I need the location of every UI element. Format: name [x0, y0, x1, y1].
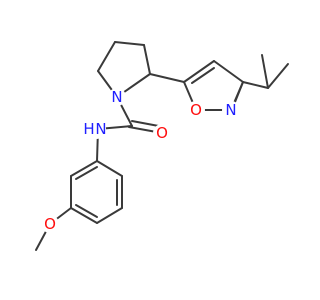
- atom-O-carbonyl: O: [153, 124, 171, 142]
- atom-label: O: [44, 215, 56, 233]
- atom-N-pyrrolidine: N: [108, 88, 126, 106]
- bond: [70, 207, 98, 224]
- atom-O-methoxy: O: [41, 215, 59, 233]
- bond: [114, 41, 145, 46]
- bond: [234, 81, 244, 103]
- isopropyl-group: [242, 54, 289, 89]
- bond: [149, 73, 185, 83]
- bond: [213, 60, 244, 83]
- atom-label: N: [111, 88, 122, 106]
- atom-label: O: [156, 124, 168, 142]
- bond: [97, 41, 116, 72]
- bond: [70, 160, 98, 177]
- bond: [96, 160, 123, 177]
- pyrrolidine-ring: [97, 41, 151, 98]
- atom-NH-amide: N H: [83, 119, 107, 139]
- atom-label: N: [225, 101, 236, 119]
- atom-N-isoxazole: N: [222, 101, 240, 119]
- bond: [96, 207, 123, 224]
- molecule-structure: N O N O N H O: [35, 41, 289, 251]
- atom-label: H: [83, 120, 94, 138]
- bond: [75, 204, 98, 218]
- benzene-ring: [70, 160, 123, 224]
- bond: [242, 81, 269, 89]
- bond: [183, 60, 215, 83]
- bond: [191, 67, 215, 84]
- atom-label: O: [190, 101, 202, 119]
- bond: [261, 54, 269, 89]
- atom-O-isoxazole: O: [187, 101, 205, 119]
- bond: [143, 44, 151, 75]
- bond: [75, 166, 98, 180]
- bond: [267, 63, 289, 89]
- atom-label: N: [95, 120, 106, 138]
